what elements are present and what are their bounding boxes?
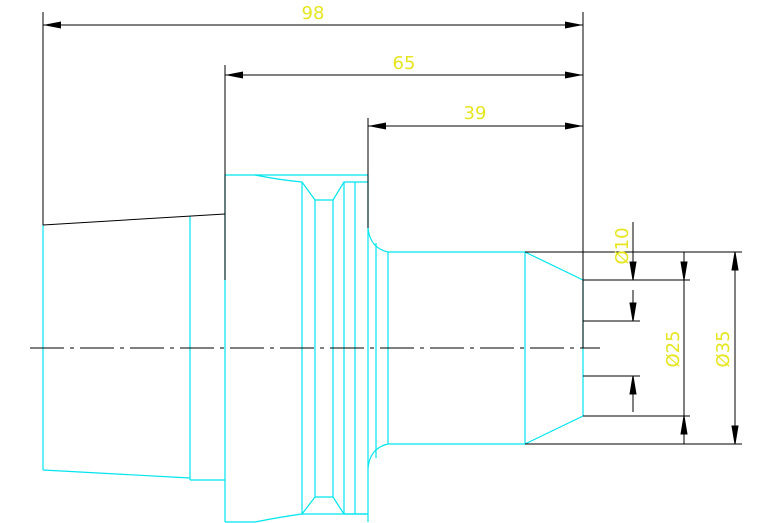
- dim-label-middle: 65: [393, 53, 416, 74]
- outline-lines: [42, 12, 584, 348]
- dia-35-arrow-top: [731, 251, 739, 271]
- dim-label-dia-mid: Ø25: [663, 330, 684, 367]
- dia-small-arrow-top: [629, 261, 637, 281]
- groove-top-left-chamfer: [301, 181, 368, 201]
- left-bottom-taper-line: [42, 469, 191, 479]
- diameter-extension-lines: [525, 251, 742, 445]
- fillet-bottom: [367, 443, 389, 469]
- dim-label-dia-small: Ø10: [612, 227, 633, 264]
- groove-bottom-left-chamfer: [301, 496, 368, 515]
- dia-small-arrow-bottom: [629, 302, 637, 322]
- dim-label-short: 39: [464, 103, 487, 124]
- dia-35-arrow-bottom: [731, 425, 739, 445]
- vertical-dimensions: [629, 222, 739, 445]
- flange-bottom-curve: [254, 513, 303, 523]
- dimension-labels: 98 65 39 Ø10 Ø25 Ø35: [302, 3, 734, 368]
- dim-label-overall: 98: [302, 3, 325, 24]
- dia-25-arrow-top: [680, 261, 688, 281]
- dia-25-arrow-bottom: [680, 415, 688, 435]
- left-top-taper-line: [42, 213, 226, 226]
- horizontal-dimensions: [43, 21, 583, 130]
- cone-bottom-line: [524, 415, 584, 445]
- dim-label-dia-large: Ø35: [713, 330, 734, 367]
- dia-mid-arrow: [629, 375, 637, 395]
- cone-top-line: [524, 251, 584, 281]
- fillet-top: [367, 227, 389, 253]
- flange-top-curve: [254, 174, 303, 183]
